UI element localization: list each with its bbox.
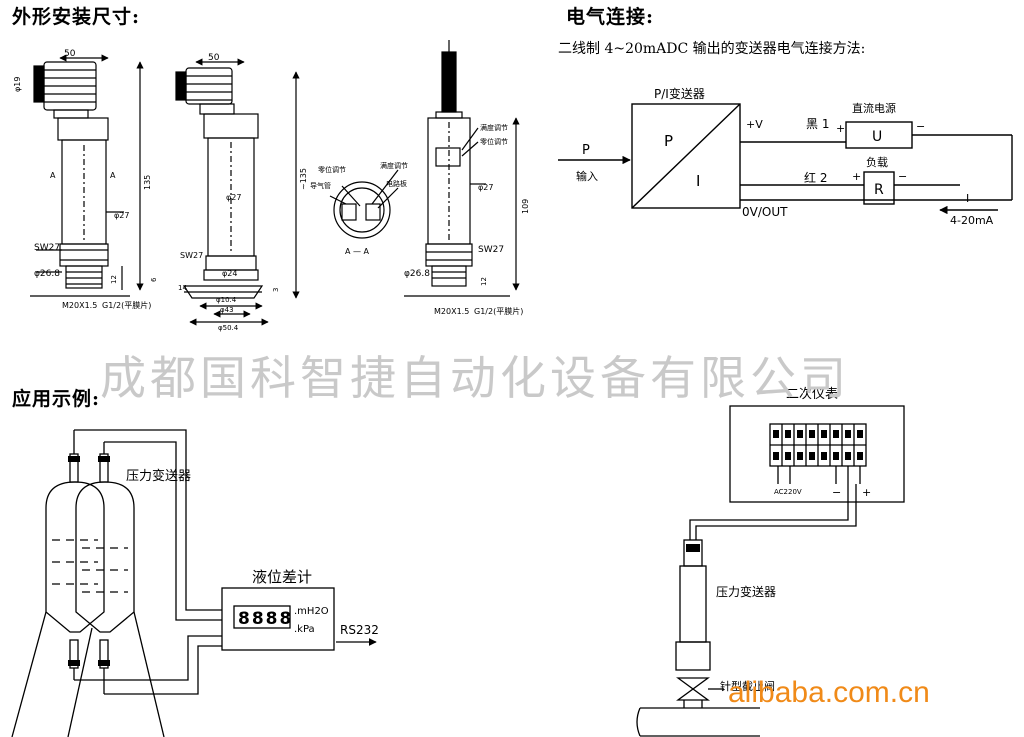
wiring-minus2: −: [898, 170, 907, 183]
secondary-instrument: [636, 405, 905, 737]
wiring-p-letter: P: [664, 132, 673, 150]
wiring-subtitle: 二线制 4~20mADC 输出的变送器电气连接方法:: [558, 41, 866, 57]
dim-h12-b: 12: [480, 277, 488, 286]
heading-application: 应用示例:: [12, 388, 101, 410]
alibaba-logo: alibaba.com.cn: [728, 676, 930, 709]
transmitter-outline-3: [404, 40, 520, 297]
app-rs232: RS232: [340, 623, 379, 637]
dim-dia-27-a: φ27: [114, 211, 129, 220]
transmitter-outline-2: [175, 58, 300, 326]
dim-dia-27-c: φ27: [478, 183, 493, 192]
dim-thread-b: G1/2(平膜片): [102, 300, 151, 310]
app-transmitter-label: 压力变送器: [126, 468, 191, 484]
dim-h12-a: 12: [110, 275, 118, 284]
wiring-plus1: +: [836, 122, 845, 135]
dim-height-135b: ~135: [299, 168, 308, 190]
dim-h14: 14: [178, 284, 187, 292]
dim-dia-24: φ24: [222, 269, 237, 278]
application-tanks: [11, 429, 377, 737]
app-valve-label: 针型截止阀: [720, 679, 775, 693]
dim-thread-a: M20X1.5: [62, 301, 97, 310]
dim-dia-104: φ10.4: [216, 296, 237, 304]
dim-dia-43: φ43: [220, 306, 234, 314]
app-transmitter-label2: 压力变送器: [716, 584, 776, 599]
dim-top-width-2: 50: [208, 53, 220, 63]
wiring-input-label: 输入: [576, 169, 598, 183]
section-a-a: [329, 169, 399, 239]
company-watermark: 成都国科智捷自动化设备有限公司: [100, 351, 850, 405]
wiring-minus1: −: [916, 120, 925, 133]
wiring-wire1: 黑 1: [806, 117, 829, 131]
dim-sw27-c: SW27: [478, 245, 504, 255]
wiring-out-label: 0V/OUT: [742, 205, 788, 219]
label-range-adj2: 满度调节: [480, 123, 508, 132]
wiring-pi-label: P/I变送器: [654, 86, 705, 101]
dim-h6: 6: [150, 277, 158, 282]
wiring-current-range: 4-20mA: [950, 214, 994, 227]
dim-dia-27-b: φ27: [226, 193, 241, 202]
label-zero-adj: 零位调节: [318, 165, 346, 174]
label-vent: 导气管: [310, 181, 331, 190]
wiring-wire2: 红 2: [804, 170, 827, 185]
dim-arrow-a2: A: [110, 171, 116, 180]
dim-sw27-a: SW27: [34, 243, 60, 253]
wiring-plus-v: +V: [746, 118, 763, 131]
label-range-adj: 满度调节: [380, 161, 408, 170]
app-unit-kpa: .kPa: [294, 624, 315, 635]
wiring-load-symbol: R: [874, 182, 884, 198]
wiring-input-p: P: [582, 143, 590, 158]
dim-top-width-1: 50: [64, 49, 76, 59]
heading-wiring: 电气连接:: [566, 6, 655, 28]
dim-height-109: 109: [521, 199, 530, 214]
wiring-current-i: I: [966, 192, 969, 205]
dim-dia-268-b: φ26.8: [404, 269, 430, 279]
wiring-i-letter: I: [696, 172, 700, 190]
dim-dia-19: φ19: [13, 77, 22, 92]
heading-dimensions: 外形安装尺寸:: [12, 6, 141, 28]
dim-h3: 3: [272, 288, 280, 292]
transmitter-heads: [68, 456, 110, 666]
wiring-psu-symbol: U: [872, 129, 882, 145]
dim-dia-268-a: φ26.8: [34, 269, 60, 279]
wiring-plus2: +: [852, 170, 861, 183]
label-circuit: 电路板: [386, 179, 407, 188]
wiring-load-title: 负载: [866, 155, 888, 169]
wiring-diagram: [558, 103, 1013, 215]
dim-thread-c: M20X1.5: [434, 307, 469, 316]
app-ac220: AC220V: [774, 488, 802, 496]
dim-sw27-b: SW27: [180, 251, 203, 260]
dim-dia-504: φ50.4: [218, 324, 239, 332]
transmitter-outline-1: [30, 54, 144, 297]
app-term-minus: −: [832, 486, 841, 499]
app-meter-digits: 8888: [238, 609, 293, 629]
dim-height-135: 135: [143, 175, 152, 190]
wiring-psu-title: 直流电源: [852, 101, 896, 115]
terminal-screws: [686, 430, 863, 552]
app-meter-title: 液位差计: [252, 568, 312, 586]
app-secondary-title: 二次仪表: [786, 386, 838, 402]
label-section: A — A: [345, 247, 370, 256]
app-unit-mh2o: .mH2O: [294, 606, 329, 617]
label-circuit2: 零位调节: [480, 137, 508, 146]
dim-thread-d: G1/2(平膜片): [474, 306, 523, 316]
dim-arrow-a1: A: [50, 171, 56, 180]
app-term-plus: +: [862, 486, 871, 499]
